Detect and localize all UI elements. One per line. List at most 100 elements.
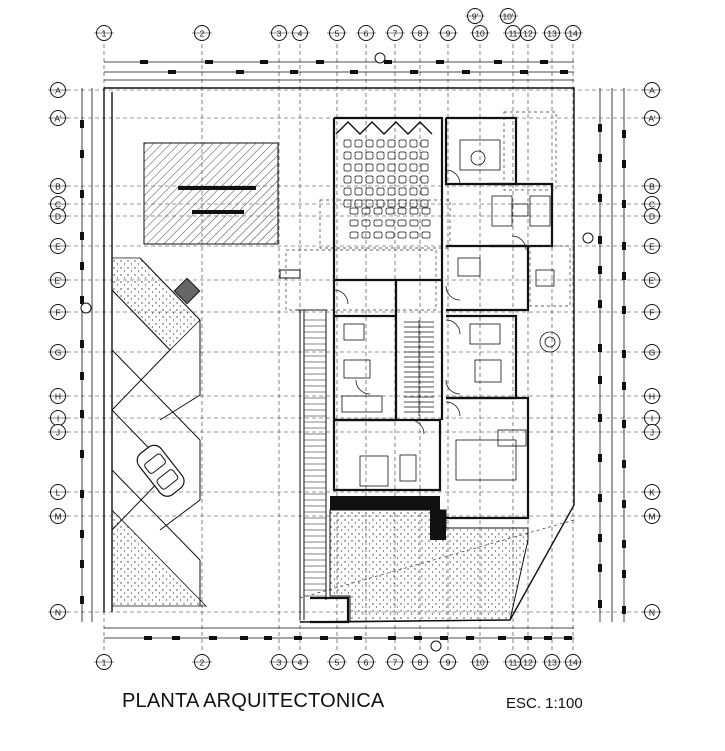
svg-text:11: 11 [509, 28, 518, 38]
roof-ridge [335, 121, 433, 135]
svg-text:G: G [55, 347, 62, 357]
svg-text:6: 6 [364, 28, 369, 38]
svg-text:10': 10' [502, 11, 513, 21]
row-marker-left-11: J [48, 424, 68, 440]
row-marker-right-8: G [642, 344, 662, 360]
svg-text:3: 3 [277, 657, 282, 667]
row-marker-right-9: H [642, 388, 662, 404]
row-marker-left-0: A [48, 82, 68, 98]
svg-text:4: 4 [298, 657, 303, 667]
column-marker-top-7: 7 [385, 25, 405, 41]
row-marker-right-7: F [642, 304, 662, 320]
svg-text:M: M [54, 511, 61, 521]
column-marker-top-8: 8 [410, 25, 430, 41]
plan-title: PLANTA ARQUITECTONICA [122, 690, 385, 712]
column-marker-bottom-7: 7 [385, 654, 405, 670]
svg-text:D: D [55, 211, 61, 221]
svg-text:K: K [649, 487, 655, 497]
row-marker-right-0: A [642, 82, 662, 98]
row-marker-left-8: G [48, 344, 68, 360]
column-marker-top-10: 10 [470, 25, 490, 41]
plan-scale: ESC. 1:100 [506, 695, 583, 712]
svg-text:C: C [649, 199, 655, 209]
extra-marker-0: 9' [465, 8, 485, 24]
parking-area [111, 257, 207, 607]
column-marker-bottom-4: 4 [290, 654, 310, 670]
extra-axis-markers: 9' 10' [465, 8, 518, 24]
row-marker-left-1: A' [48, 110, 68, 126]
door-swings [333, 169, 527, 435]
hatched-area-mark-2 [192, 210, 244, 214]
column-marker-top-2: 2 [192, 25, 212, 41]
stairs [404, 320, 434, 416]
svg-text:9: 9 [446, 28, 451, 38]
row-marker-right-10: I [642, 410, 662, 426]
extra-marker-1: 10' [498, 8, 518, 24]
svg-text:J: J [56, 427, 60, 437]
column-marker-bottom-6: 6 [356, 654, 376, 670]
svg-text:9': 9' [472, 11, 479, 21]
svg-text:7: 7 [393, 28, 398, 38]
row-marker-left-3: C [48, 196, 68, 212]
column-marker-bottom-3: 3 [269, 654, 289, 670]
car-icon [136, 444, 185, 497]
row-marker-right-12: K [642, 484, 662, 500]
plaza-border [330, 496, 446, 540]
row-marker-left-12: L [48, 484, 68, 500]
ramp-steps [304, 319, 326, 597]
row-marker-right-11: J [642, 424, 662, 440]
svg-text:F: F [649, 307, 654, 317]
svg-text:5: 5 [335, 657, 340, 667]
svg-text:12: 12 [523, 28, 533, 38]
svg-text:H: H [55, 391, 61, 401]
svg-text:E: E [55, 241, 61, 251]
svg-text:A': A' [648, 113, 656, 123]
svg-text:9: 9 [446, 657, 451, 667]
classroom-seating [343, 139, 431, 239]
svg-text:A: A [55, 85, 61, 95]
svg-text:F: F [55, 307, 60, 317]
column-marker-bottom-13: 13 [542, 654, 562, 670]
row-marker-left-6: E' [48, 272, 68, 288]
svg-text:B: B [55, 181, 61, 191]
svg-text:H: H [649, 391, 655, 401]
row-marker-right-6: E' [642, 272, 662, 288]
svg-text:2: 2 [200, 657, 205, 667]
svg-text:13: 13 [547, 28, 557, 38]
row-marker-right-5: E [642, 238, 662, 254]
building-walls [310, 116, 554, 624]
column-marker-top-14: 14 [563, 25, 583, 41]
svg-text:A: A [649, 85, 655, 95]
row-marker-left-2: B [48, 178, 68, 194]
column-marker-bottom-14: 14 [563, 654, 583, 670]
svg-text:E: E [649, 241, 655, 251]
svg-text:14: 14 [568, 657, 578, 667]
row-marker-left-5: E [48, 238, 68, 254]
column-marker-top-6: 6 [356, 25, 376, 41]
row-marker-left-10: I [48, 410, 68, 426]
plaza-paving [329, 509, 529, 623]
svg-text:14: 14 [568, 28, 578, 38]
column-marker-bottom-2: 2 [192, 654, 212, 670]
column-marker-top-13: 13 [542, 25, 562, 41]
row-marker-right-4: D [642, 208, 662, 224]
column-marker-bottom-9: 9 [438, 654, 458, 670]
row-axis-markers-left: A A' BCD E E' F G HIJ L M N [48, 82, 68, 620]
row-marker-left-7: F [48, 304, 68, 320]
hatched-area [143, 142, 279, 245]
column-marker-top-5: 5 [327, 25, 347, 41]
svg-text:8: 8 [418, 28, 423, 38]
row-marker-right-2: B [642, 178, 662, 194]
svg-text:N: N [55, 607, 61, 617]
svg-text:5: 5 [335, 28, 340, 38]
svg-text:12: 12 [523, 657, 533, 667]
section-marks [80, 52, 594, 652]
svg-text:7: 7 [393, 657, 398, 667]
column-marker-top-9: 9 [438, 25, 458, 41]
svg-text:M: M [648, 511, 655, 521]
column-marker-bottom-10: 10 [470, 654, 490, 670]
